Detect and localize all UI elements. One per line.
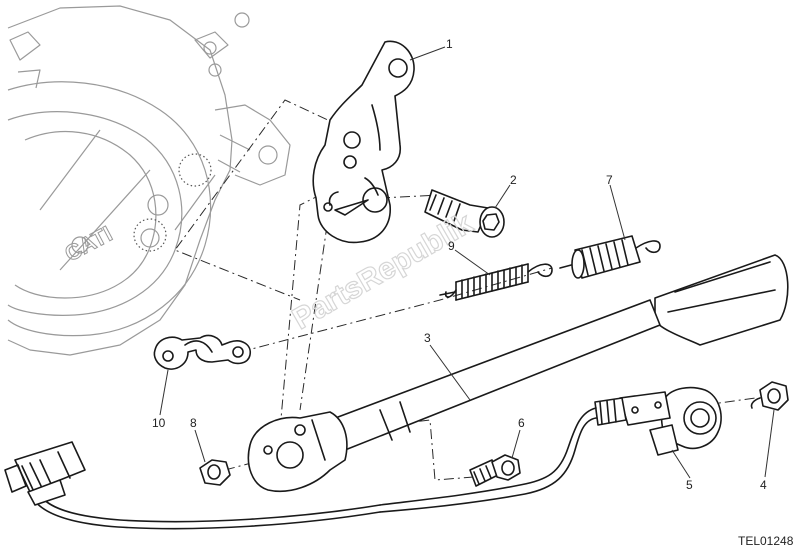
callout-6: 6 xyxy=(518,416,525,430)
part-4-bolt xyxy=(750,381,789,411)
callout-9: 9 xyxy=(448,239,455,253)
callout-4: 4 xyxy=(760,478,767,492)
part-7-large-spring xyxy=(559,235,661,279)
callout-10: 10 xyxy=(152,416,166,430)
engine-casing: CATI xyxy=(7,5,291,356)
switch-connector xyxy=(4,441,86,506)
part-2-pivot-bolt xyxy=(424,189,505,238)
callout-2: 2 xyxy=(510,173,517,187)
part-1-stand-bracket xyxy=(312,40,415,244)
callout-5: 5 xyxy=(686,478,693,492)
part-3-side-stand-leg xyxy=(247,254,789,493)
callout-3: 3 xyxy=(424,331,431,345)
part-10-clip-plate xyxy=(153,334,252,370)
callout-1: 1 xyxy=(446,37,453,51)
part-6-threaded-stud xyxy=(469,454,521,487)
callout-numbers: 1 2 3 4 5 6 7 8 9 10 xyxy=(152,37,767,492)
part-8-nut xyxy=(199,459,231,486)
callout-7: 7 xyxy=(606,173,613,187)
drawing-code: TEL01248 xyxy=(738,534,794,548)
callout-leaders xyxy=(159,46,775,479)
part-5-stand-switch xyxy=(33,386,722,530)
engine-logo-text: CATI xyxy=(61,221,117,266)
part-9-small-spring xyxy=(439,263,553,301)
callout-8: 8 xyxy=(190,416,197,430)
